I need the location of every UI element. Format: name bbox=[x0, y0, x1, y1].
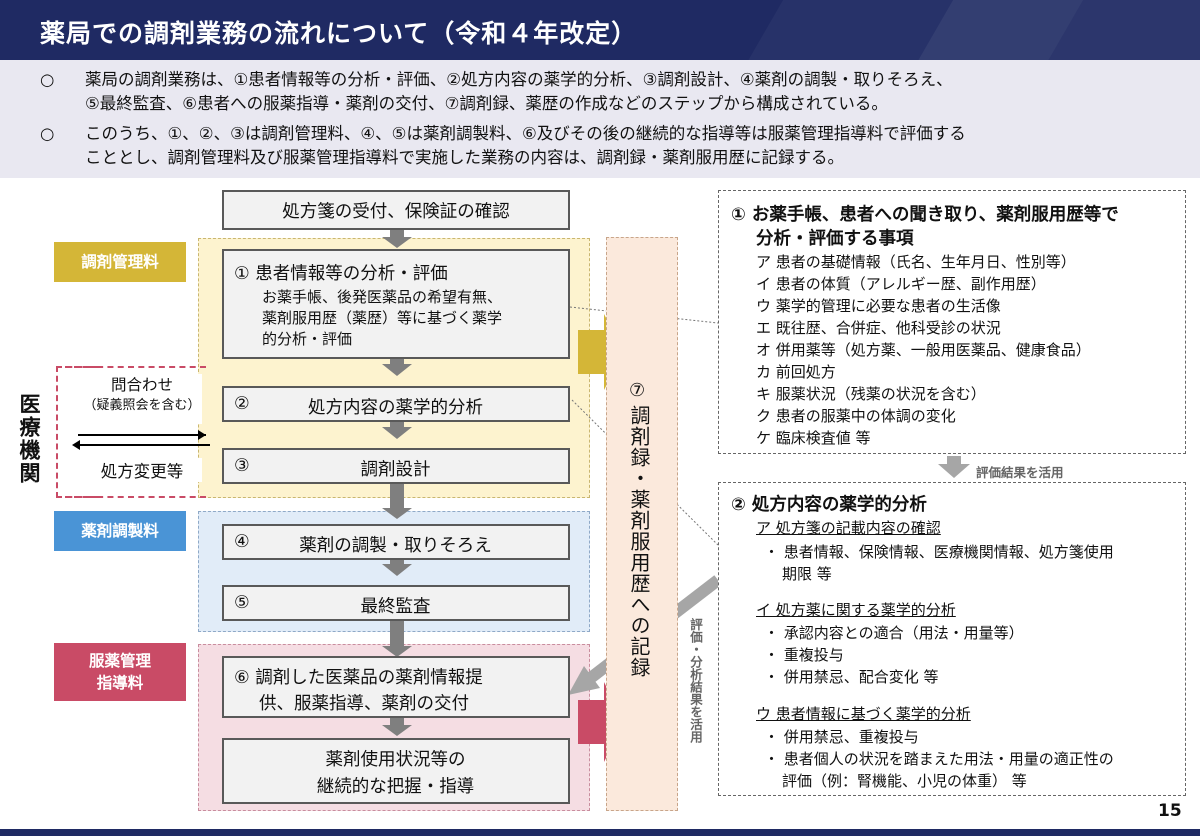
down-arrows bbox=[382, 228, 412, 736]
analysis-items-panel: ① お薬手帳、患者への聞き取り、薬剤服用歴等で 分析・評価する事項 ア 患者の基… bbox=[718, 190, 1186, 454]
panel2-section-a: ア 処方箋の記載内容の確認 bbox=[756, 519, 941, 537]
panel1-item: キ 服薬状況（残薬の状況を含む） bbox=[756, 385, 986, 403]
panel1-title-line-1: ① お薬手帳、患者への聞き取り、薬剤服用歴等で bbox=[731, 205, 1119, 225]
intro-section: ○ 薬局の調剤業務は、①患者情報等の分析・評価、②処方内容の薬学的分析、③調剤設… bbox=[0, 60, 1200, 178]
continuous-guidance-box: 薬剤使用状況等の 継続的な把握・指導 bbox=[222, 738, 570, 804]
footer-bar bbox=[0, 829, 1200, 836]
page-title: 薬局での調剤業務の流れについて（令和４年改定） bbox=[40, 19, 638, 48]
dispensing-mgmt-label: 調剤管理料 bbox=[54, 242, 186, 282]
panel2-section-b-item: ・ 重複投与 bbox=[764, 646, 844, 664]
panel2-section-c-item: ・ 患者個人の状況を踏まえた用法・用量の適正性の bbox=[764, 750, 1114, 768]
bullet-mark: ○ bbox=[40, 124, 55, 143]
prescription-analysis-panel: ② 処方内容の薬学的分析 ア 処方箋の記載内容の確認 ・ 患者情報、保険情報、医… bbox=[718, 482, 1186, 796]
panel2-section-c-item-cont: 評価（例：腎機能、小児の体重） 等 bbox=[782, 772, 1027, 790]
panel1-item: イ 患者の体質（アレルギー歴、副作用歴） bbox=[756, 275, 1046, 293]
panel2-section-c: ウ 患者情報に基づく薬学的分析 bbox=[756, 705, 971, 723]
step1-title: ① 患者情報等の分析・評価 bbox=[234, 264, 448, 284]
step6-box: ⑥ 調剤した医薬品の薬剤情報提 供、服薬指導、薬剤の交付 bbox=[222, 656, 570, 718]
step4-number: ④ bbox=[234, 532, 250, 552]
dispensing-mgmt-text: 調剤管理料 bbox=[81, 253, 159, 271]
reception-box: 処方箋の受付、保険証の確認 bbox=[222, 190, 570, 230]
medical-institution-label: 医療機関 bbox=[17, 393, 41, 485]
panel1-item: カ 前回処方 bbox=[756, 363, 836, 381]
step5-box: ⑤ 最終監査 bbox=[222, 585, 570, 621]
step5-text: 最終監査 bbox=[360, 597, 431, 617]
step4-box: ④ 薬剤の調製・取りそろえ bbox=[222, 524, 570, 560]
med-mgmt-text-2: 指導料 bbox=[96, 674, 144, 692]
panel1-item: ケ 臨床検査値 等 bbox=[756, 429, 871, 447]
panel2-section-c-item: ・ 併用禁忌、重複投与 bbox=[764, 728, 919, 746]
panel1-title-line-2: 分析・評価する事項 bbox=[756, 229, 914, 249]
page-number: 15 bbox=[1158, 801, 1182, 821]
arrow-head-left bbox=[72, 440, 80, 450]
inquiry-note: （疑義照会を含む） bbox=[83, 398, 201, 413]
connector-step1 bbox=[569, 306, 719, 324]
panel2-section-a-item-cont: 期限 等 bbox=[782, 565, 832, 583]
step6-line-2: 供、服薬指導、薬剤の交付 bbox=[259, 694, 469, 714]
step2-box: ② 処方内容の薬学的分析 bbox=[222, 386, 570, 422]
record-text: 調剤録・薬剤服用歴への記録 bbox=[627, 405, 651, 678]
eval-down-text: 評価結果を活用 bbox=[976, 465, 1064, 480]
reception-text: 処方箋の受付、保険証の確認 bbox=[282, 201, 510, 222]
med-mgmt-label: 服薬管理 指導料 bbox=[54, 643, 186, 701]
step3-box: ③ 調剤設計 bbox=[222, 448, 570, 484]
panel2-section-b-item: ・ 承認内容との適合（用法・用量等） bbox=[764, 624, 1024, 642]
step1-box: ① 患者情報等の分析・評価 お薬手帳、後発医薬品の希望有無、 薬剤服用歴（薬歴）… bbox=[222, 249, 570, 359]
continuous-guidance-line-2: 継続的な把握・指導 bbox=[316, 777, 475, 797]
panel2-title: ② 処方内容の薬学的分析 bbox=[731, 495, 927, 515]
inquiry-label: 問合わせ bbox=[110, 376, 173, 394]
panel2-section-a-item: ・ 患者情報、保険情報、医療機関情報、処方箋使用 bbox=[764, 543, 1114, 561]
step1-detail-2: 薬剤服用歴（薬歴）等に基づく薬学 bbox=[262, 309, 503, 327]
panel1-item: ウ 薬学的管理に必要な患者の生活像 bbox=[756, 297, 1001, 315]
med-mgmt-text-1: 服薬管理 bbox=[88, 652, 151, 670]
step5-number: ⑤ bbox=[234, 593, 250, 613]
step1-detail-3: 的分析・評価 bbox=[262, 330, 353, 348]
bracket-top-line bbox=[56, 366, 206, 368]
prescription-change-label: 処方変更等 bbox=[82, 458, 202, 482]
continuous-guidance-line-1: 薬剤使用状況等の bbox=[325, 750, 466, 770]
eval-arrow-head bbox=[568, 666, 600, 695]
inquiry-box: 問合わせ （疑義照会を含む） bbox=[82, 374, 202, 424]
step4-text: 薬剤の調製・取りそろえ bbox=[299, 536, 492, 556]
record-number: ⑦ bbox=[629, 380, 646, 401]
panel1-item: オ 併用薬等（処方薬、一般用医薬品、健康食品） bbox=[756, 341, 1091, 359]
step2-number: ② bbox=[234, 394, 250, 414]
step2-text: 処方内容の薬学的分析 bbox=[308, 398, 483, 418]
panel1-item: ア 患者の基礎情報（氏名、生年月日、性別等） bbox=[756, 253, 1076, 271]
step3-number: ③ bbox=[234, 456, 250, 476]
step1-detail-1: お薬手帳、後発医薬品の希望有無、 bbox=[262, 288, 503, 306]
step3-text: 調剤設計 bbox=[360, 460, 431, 480]
bullet-mark: ○ bbox=[40, 70, 55, 89]
panel1-item: エ 既往歴、合併症、他科受診の状況 bbox=[756, 319, 1001, 337]
intro-bullet-2-line-1: このうち、①、②、③は調剤管理料、④、⑤は薬剤調製料、⑥及びその後の継続的な指導… bbox=[85, 124, 966, 143]
step6-line-1: ⑥ 調剤した医薬品の薬剤情報提 bbox=[234, 668, 483, 688]
title-bar bbox=[0, 0, 1200, 60]
intro-bullet-2-line-2: こととし、調剤管理料及び服薬管理指導料で実施した業務の内容は、調剤録・薬剤服用歴… bbox=[85, 148, 844, 167]
intro-bullet-1-line-2: ⑤最終監査、⑥患者への服薬指導・薬剤の交付、⑦調剤録、薬歴の作成などのステップか… bbox=[85, 94, 888, 113]
drug-prep-text: 薬剤調製料 bbox=[81, 522, 159, 540]
intro-bullet-1-line-1: 薬局の調剤業務は、①患者情報等の分析・評価、②処方内容の薬学的分析、③調剤設計、… bbox=[85, 70, 953, 89]
eval-side-text: 評価・分析結果を活用 bbox=[688, 618, 703, 743]
panel2-section-b: イ 処方薬に関する薬学的分析 bbox=[756, 601, 956, 619]
panel2-section-b-item: ・ 併用禁忌、配合変化 等 bbox=[764, 668, 939, 686]
record-column bbox=[606, 237, 678, 811]
panel1-item: ク 患者の服薬中の体調の変化 bbox=[756, 407, 956, 425]
drug-prep-label: 薬剤調製料 bbox=[54, 511, 186, 551]
bracket-bottom-line bbox=[56, 496, 206, 498]
arrow-head-right bbox=[198, 430, 206, 440]
panel-down-arrow bbox=[938, 456, 970, 478]
